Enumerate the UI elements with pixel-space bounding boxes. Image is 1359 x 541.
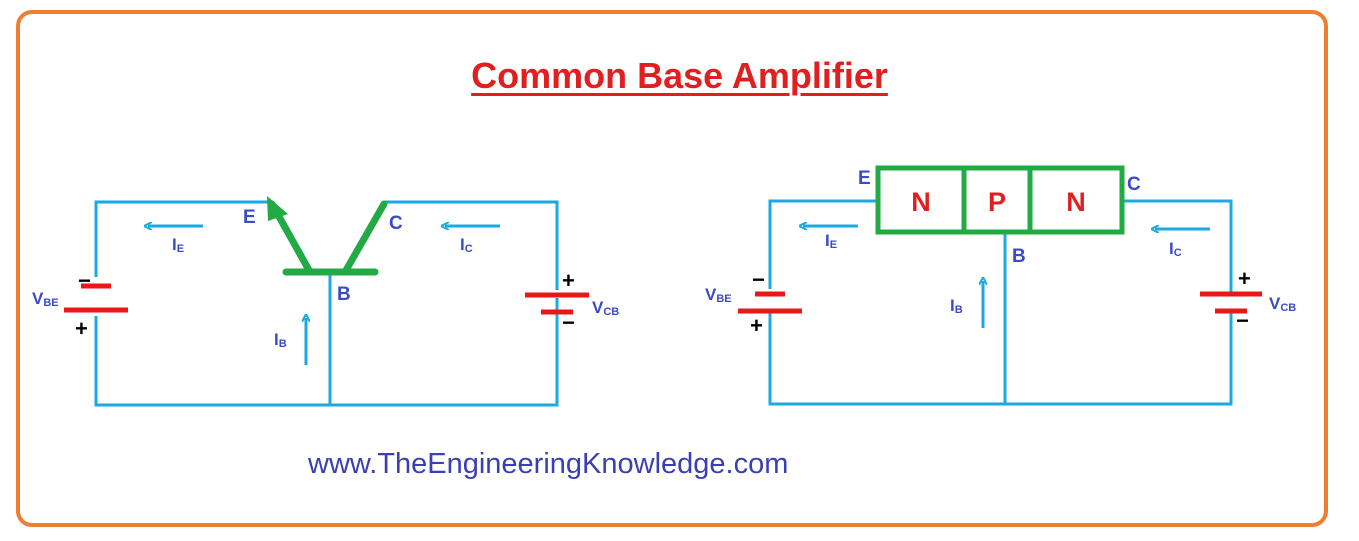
left-vcb-battery	[525, 292, 589, 315]
npn-block	[875, 165, 1125, 235]
right-base-label: B	[1012, 246, 1026, 267]
right-vbe-plus: +	[750, 313, 763, 338]
left-vbe-minus: −	[78, 268, 91, 293]
left-transistor-symbol	[268, 200, 388, 276]
right-ie-label: IE	[825, 231, 837, 251]
left-vcb-plus: +	[562, 268, 575, 293]
region-p-base: P	[988, 187, 1006, 217]
right-ib-label: IB	[950, 296, 963, 316]
left-vcb-minus: −	[562, 310, 575, 335]
right-vcb-battery	[1200, 291, 1262, 314]
right-emitter-label: E	[858, 168, 871, 189]
right-wires	[768, 199, 1233, 406]
right-vcb-plus: +	[1238, 266, 1251, 291]
left-base-label: B	[337, 284, 351, 305]
left-emitter-label: E	[243, 207, 256, 228]
left-vbe-plus: +	[75, 316, 88, 341]
right-vbe-minus: −	[752, 267, 765, 292]
left-ie-label: IE	[172, 235, 184, 255]
left-current-arrows	[148, 226, 500, 365]
collector-lead	[341, 200, 388, 276]
left-vbe-battery	[64, 283, 128, 313]
website-url: www.TheEngineeringKnowledge.com	[308, 448, 789, 480]
emitter-arrow-icon	[267, 196, 288, 221]
diagram-frame	[16, 10, 1328, 527]
right-vcb-label: VCB	[1269, 294, 1296, 314]
right-collector-label: C	[1127, 174, 1141, 195]
right-circuit: N P N E C B IE IC IB	[705, 165, 1296, 406]
right-ic-label: IC	[1169, 239, 1182, 259]
left-collector-label: C	[389, 213, 403, 234]
left-ib-label: IB	[274, 330, 287, 350]
left-wires	[94, 200, 559, 407]
right-vcb-minus: −	[1236, 308, 1249, 333]
right-current-arrows	[803, 226, 1210, 328]
diagram-title: Common Base Amplifier	[471, 55, 888, 96]
left-ic-label: IC	[460, 235, 473, 255]
right-vbe-label: VBE	[705, 285, 732, 305]
right-vbe-battery	[738, 291, 802, 314]
left-vcb-label: VCB	[592, 298, 619, 318]
left-vbe-label: VBE	[32, 289, 59, 309]
region-n-emitter: N	[911, 187, 931, 217]
region-n-collector: N	[1066, 187, 1086, 217]
left-circuit: E C B IE IC IB VBE VCB − + + −	[32, 196, 619, 407]
